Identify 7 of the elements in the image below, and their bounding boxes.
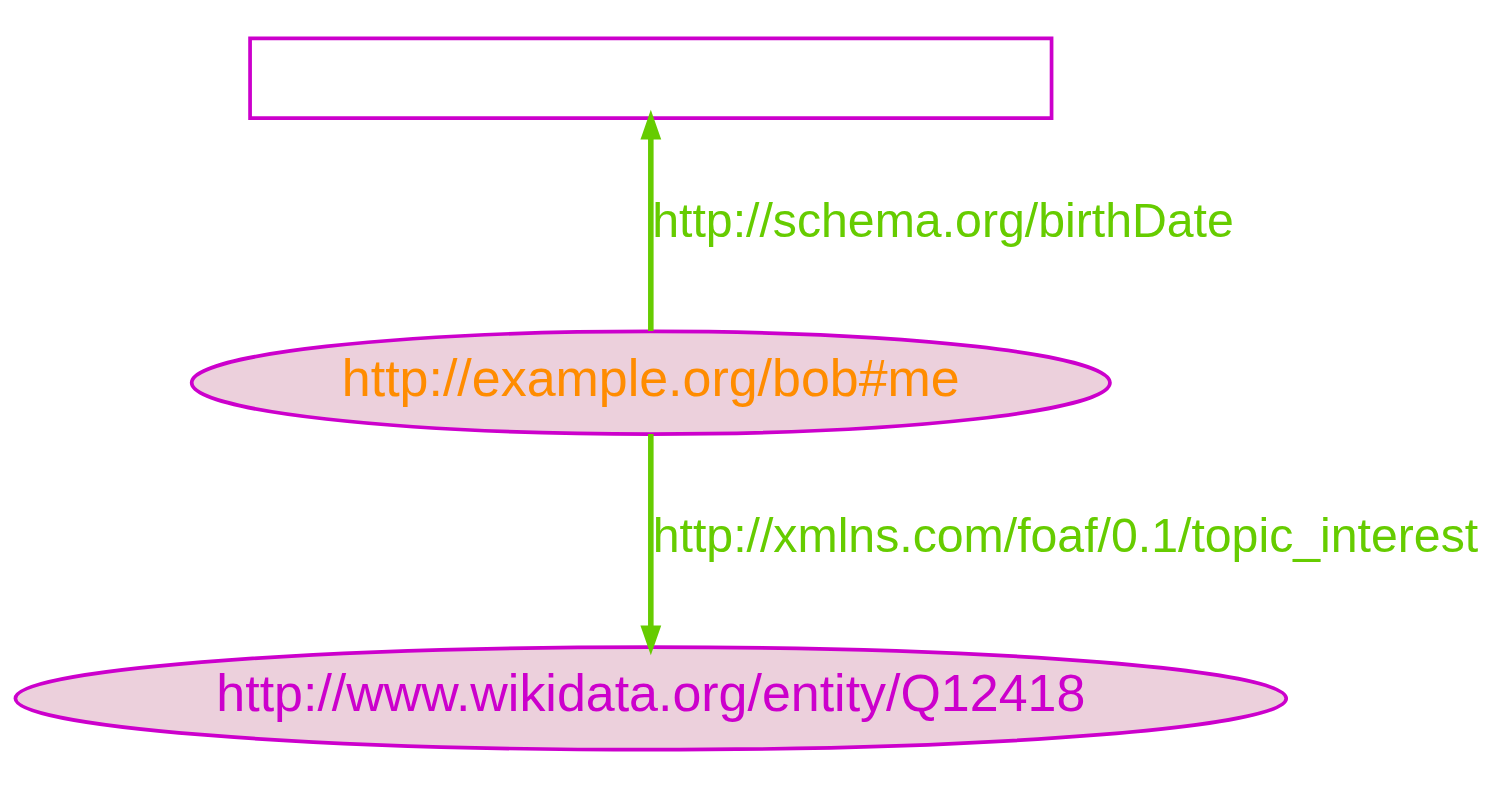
node-box bbox=[248, 36, 1054, 120]
node-ellipse: http://www.wikidata.org/entity/Q12418 bbox=[13, 644, 1289, 752]
arrow bbox=[640, 109, 662, 331]
arrow bbox=[640, 433, 662, 655]
node-ellipse: http://example.org/bob#me bbox=[189, 329, 1112, 436]
edge-label: http://schema.org/birthDate bbox=[652, 192, 1234, 247]
edge-label: http://xmlns.com/foaf/0.1/topic_interest bbox=[652, 507, 1479, 562]
